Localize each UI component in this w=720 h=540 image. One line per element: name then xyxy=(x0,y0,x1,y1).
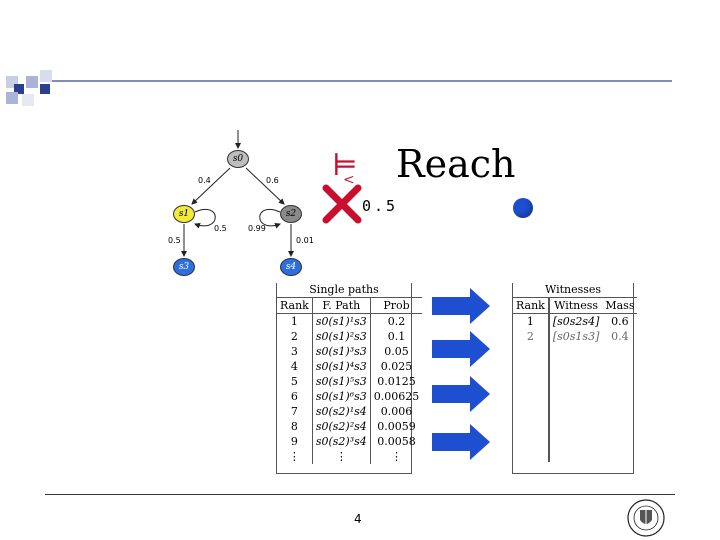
right-arrow-icon xyxy=(432,424,490,460)
decor-square xyxy=(14,84,24,94)
models-symbol: ⊨ xyxy=(332,148,358,183)
witnesses-table: Rank Witness Mass 1[s0s2s4]0.6 2[s0s1s3]… xyxy=(513,297,638,462)
col-header-witness: Witness xyxy=(554,299,599,312)
university-seal-icon xyxy=(627,499,665,537)
node-s2: s2 xyxy=(280,205,302,223)
single-paths-title: Single paths xyxy=(309,283,379,296)
page-number: 4 xyxy=(354,512,362,526)
edge-label-s2-self: 0.99 xyxy=(248,224,266,233)
edge-label-s2-s4: 0.01 xyxy=(296,236,314,245)
col-header-rank: Rank xyxy=(513,297,550,314)
table-row: 2[s0s1s3]0.4 xyxy=(513,329,637,344)
table-row: ⋮⋮⋮ xyxy=(277,449,422,464)
node-s1: s1 xyxy=(173,205,195,223)
decor-square xyxy=(26,76,38,88)
edge-label-s0-s1: 0.4 xyxy=(198,176,211,185)
right-arrow-icon xyxy=(432,331,490,367)
right-arrow-icon xyxy=(432,376,490,412)
col-header-mass: Mass xyxy=(605,299,635,312)
decor-rule xyxy=(52,80,672,82)
reach-title: Reach xyxy=(396,142,516,186)
decor-square xyxy=(6,92,18,104)
witnesses-panel: Witnesses Rank Witness Mass 1[s0s2s4]0.6… xyxy=(512,283,638,474)
witnesses-title: Witnesses xyxy=(544,283,602,296)
edge-label-s1-s3: 0.5 xyxy=(168,236,181,245)
col-header-rank: Rank xyxy=(277,297,313,314)
edge-label-s1-self: 0.5 xyxy=(214,224,227,233)
col-header-prob: Prob xyxy=(383,299,410,312)
edge-s2-self xyxy=(259,209,281,229)
edge-s0-s2 xyxy=(245,167,285,205)
edge-s1-self xyxy=(194,209,216,229)
node-s0: s0 xyxy=(227,150,249,168)
cross-icon xyxy=(322,184,362,224)
blue-dot xyxy=(513,198,533,218)
footer-rule xyxy=(45,494,675,495)
right-arrow-icon xyxy=(432,288,490,324)
decor-square xyxy=(40,84,50,94)
node-s4: s4 xyxy=(280,258,302,276)
edge-s0-s1 xyxy=(191,167,231,205)
table-row: 1[s0s2s4]0.6 xyxy=(513,313,637,329)
node-s3: s3 xyxy=(173,258,195,276)
decor-square xyxy=(40,70,52,82)
less-than-symbol: < xyxy=(343,172,355,188)
col-header-path: F. Path xyxy=(312,297,371,314)
decor-square xyxy=(22,94,34,106)
threshold-value: 0.5 xyxy=(362,197,399,215)
markov-graph xyxy=(181,130,294,257)
edge-label-s0-s2: 0.6 xyxy=(266,176,279,185)
